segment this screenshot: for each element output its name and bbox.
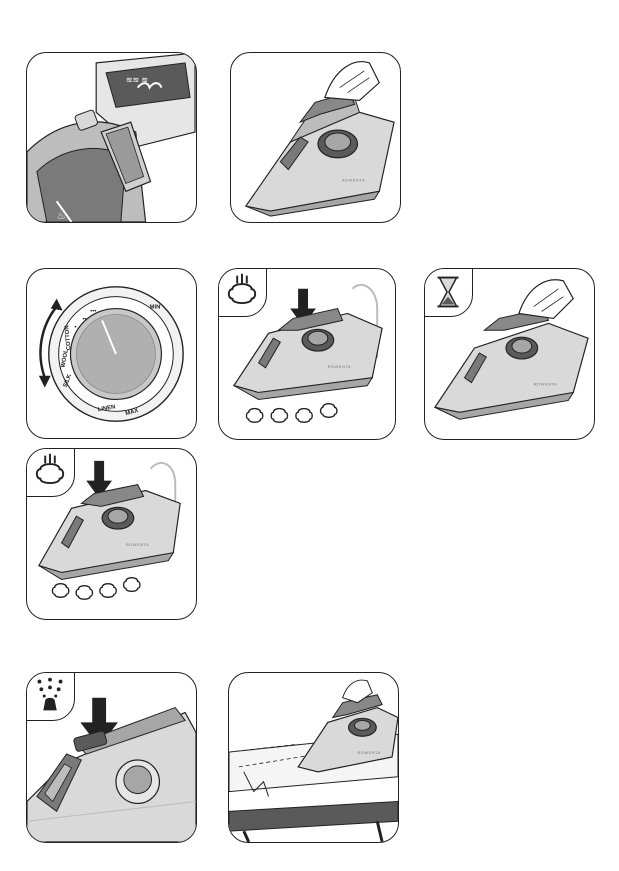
steam-boost-badge-2	[26, 448, 75, 497]
figure-panel-6-vertical-steam: ROWENTA	[26, 448, 197, 620]
figure-panel-8-ironing: ROWENTA	[228, 672, 399, 843]
brand-label: ROWENTA	[126, 542, 149, 547]
figure-panel-2: ROWENTA	[230, 52, 401, 223]
dial-dots-2: ••	[82, 316, 86, 322]
steam-boost-badge	[218, 268, 267, 317]
iron-logo-mark: ♨	[57, 211, 66, 222]
brand-label: ROWENTA	[342, 177, 365, 182]
steam-boost-icon	[218, 268, 266, 316]
hourglass-badge	[424, 268, 473, 317]
spray-icon	[26, 672, 74, 720]
figure-panel-3-temperature-dial: MIN MAX SILK WOOL COTTON LINEN • •• •••	[26, 268, 197, 439]
hand-holding-iron-illustration: ROWENTA	[231, 53, 400, 222]
dial-min-label: MIN	[150, 305, 161, 311]
brand-label: ROWENTA	[328, 364, 351, 369]
spray-badge	[26, 672, 75, 721]
hourglass-icon	[424, 268, 472, 316]
figure-panel-4-steam-boost: ROWENTA	[218, 268, 396, 440]
temperature-dial-illustration: MIN MAX SILK WOOL COTTON LINEN • •• •••	[27, 269, 196, 438]
steam-puffs-icon	[246, 404, 336, 423]
figure-panel-7-spray	[26, 672, 197, 843]
figure-panel-1: ≋≋ ≋ ♨	[26, 52, 197, 223]
iron-closeup-display-illustration: ≋≋ ≋ ♨	[27, 53, 196, 222]
dial-dots-1: •	[74, 324, 76, 330]
steam-boost-icon	[26, 448, 74, 496]
iron-on-ironing-board-illustration: ROWENTA	[229, 673, 398, 842]
dial-dots-3: •••	[90, 308, 96, 314]
figure-panel-5-wait: ROWENTA	[424, 268, 595, 440]
steam-puffs-icon	[52, 578, 139, 599]
brand-label: ROWENTA	[534, 382, 557, 387]
brand-label: ROWENTA	[357, 750, 380, 755]
